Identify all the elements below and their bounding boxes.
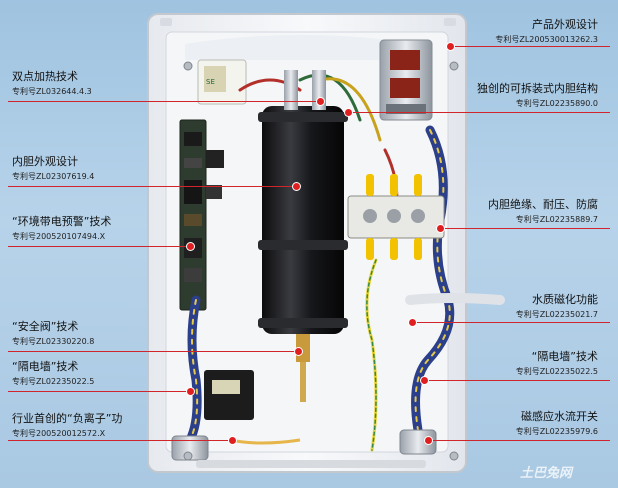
callout-patent: 专利号200520107494.X bbox=[12, 232, 106, 241]
watermark: 土巴兔网 bbox=[520, 466, 573, 481]
callout-leader-line bbox=[428, 440, 610, 441]
callout-patent: 专利号ZL02235021.7 bbox=[515, 310, 598, 319]
callout-patent: 专利号ZL032644.4.3 bbox=[12, 87, 92, 96]
callout-marker-dot bbox=[425, 437, 432, 444]
callout-leader-line bbox=[8, 440, 232, 441]
callout-title: 独创的可拆装式内胆结构 bbox=[477, 82, 598, 95]
callout-leader-line bbox=[348, 112, 610, 113]
callout-marker-dot bbox=[437, 225, 444, 232]
callout-leader-line bbox=[8, 246, 190, 247]
callout-patent: 专利号ZL02307619.4 bbox=[12, 172, 95, 181]
callout-title: 磁感应水流开关 bbox=[521, 410, 598, 423]
callout-leader-line bbox=[8, 391, 190, 392]
callout-marker-dot bbox=[295, 348, 302, 355]
relay-module: SE bbox=[197, 59, 247, 105]
mounting-screws bbox=[183, 61, 459, 461]
callout-leader-line bbox=[8, 351, 298, 352]
callout-leader-line bbox=[440, 228, 610, 229]
callout-leader-line bbox=[8, 101, 320, 102]
callout-patent: 专利号ZL02330220.8 bbox=[12, 337, 95, 346]
callout-marker-dot bbox=[421, 377, 428, 384]
terminal-block bbox=[347, 174, 445, 260]
callout-leader-line bbox=[450, 46, 610, 47]
water-fittings bbox=[171, 370, 437, 468]
contactor-module bbox=[379, 39, 433, 121]
callout-patent: 专利号ZL02235022.5 bbox=[515, 367, 598, 376]
callout-patent: 专利号200520012572.X bbox=[12, 429, 106, 438]
callout-title: “隔电墙”技术 bbox=[12, 360, 79, 373]
callout-title: “安全阀”技术 bbox=[12, 320, 79, 333]
callout-title: 产品外观设计 bbox=[532, 18, 598, 31]
heating-tank bbox=[258, 70, 348, 402]
callout-patent: 专利号ZL200530013262.3 bbox=[495, 35, 598, 44]
callout-marker-dot bbox=[293, 183, 300, 190]
callout-title: “隔电墙”技术 bbox=[531, 350, 598, 363]
callout-leader-line bbox=[412, 322, 610, 323]
callout-leader-line bbox=[8, 186, 296, 187]
callout-marker-dot bbox=[187, 388, 194, 395]
callout-marker-dot bbox=[229, 437, 236, 444]
callout-marker-dot bbox=[345, 109, 352, 116]
callout-patent: 专利号ZL02235022.5 bbox=[12, 377, 95, 386]
callout-title: 内胆外观设计 bbox=[12, 155, 78, 168]
callout-marker-dot bbox=[317, 98, 324, 105]
callout-marker-dot bbox=[409, 319, 416, 326]
callout-patent: 专利号ZL02235890.0 bbox=[515, 99, 598, 108]
callout-title: “环境带电预警”技术 bbox=[12, 215, 112, 228]
callout-title: 行业首创的“负离子”功 bbox=[12, 412, 123, 425]
callout-title: 内胆绝缘、耐压、防腐 bbox=[488, 198, 598, 211]
svg-text:SE: SE bbox=[206, 78, 215, 86]
callout-patent: 专利号ZL02235979.6 bbox=[515, 427, 598, 436]
water-hoses bbox=[185, 73, 505, 452]
callout-marker-dot bbox=[187, 243, 194, 250]
callout-title: 水质磁化功能 bbox=[532, 293, 598, 306]
callout-marker-dot bbox=[447, 43, 454, 50]
callout-patent: 专利号ZL02235889.7 bbox=[515, 215, 598, 224]
callout-leader-line bbox=[424, 380, 610, 381]
callout-title: 双点加热技术 bbox=[12, 70, 78, 83]
